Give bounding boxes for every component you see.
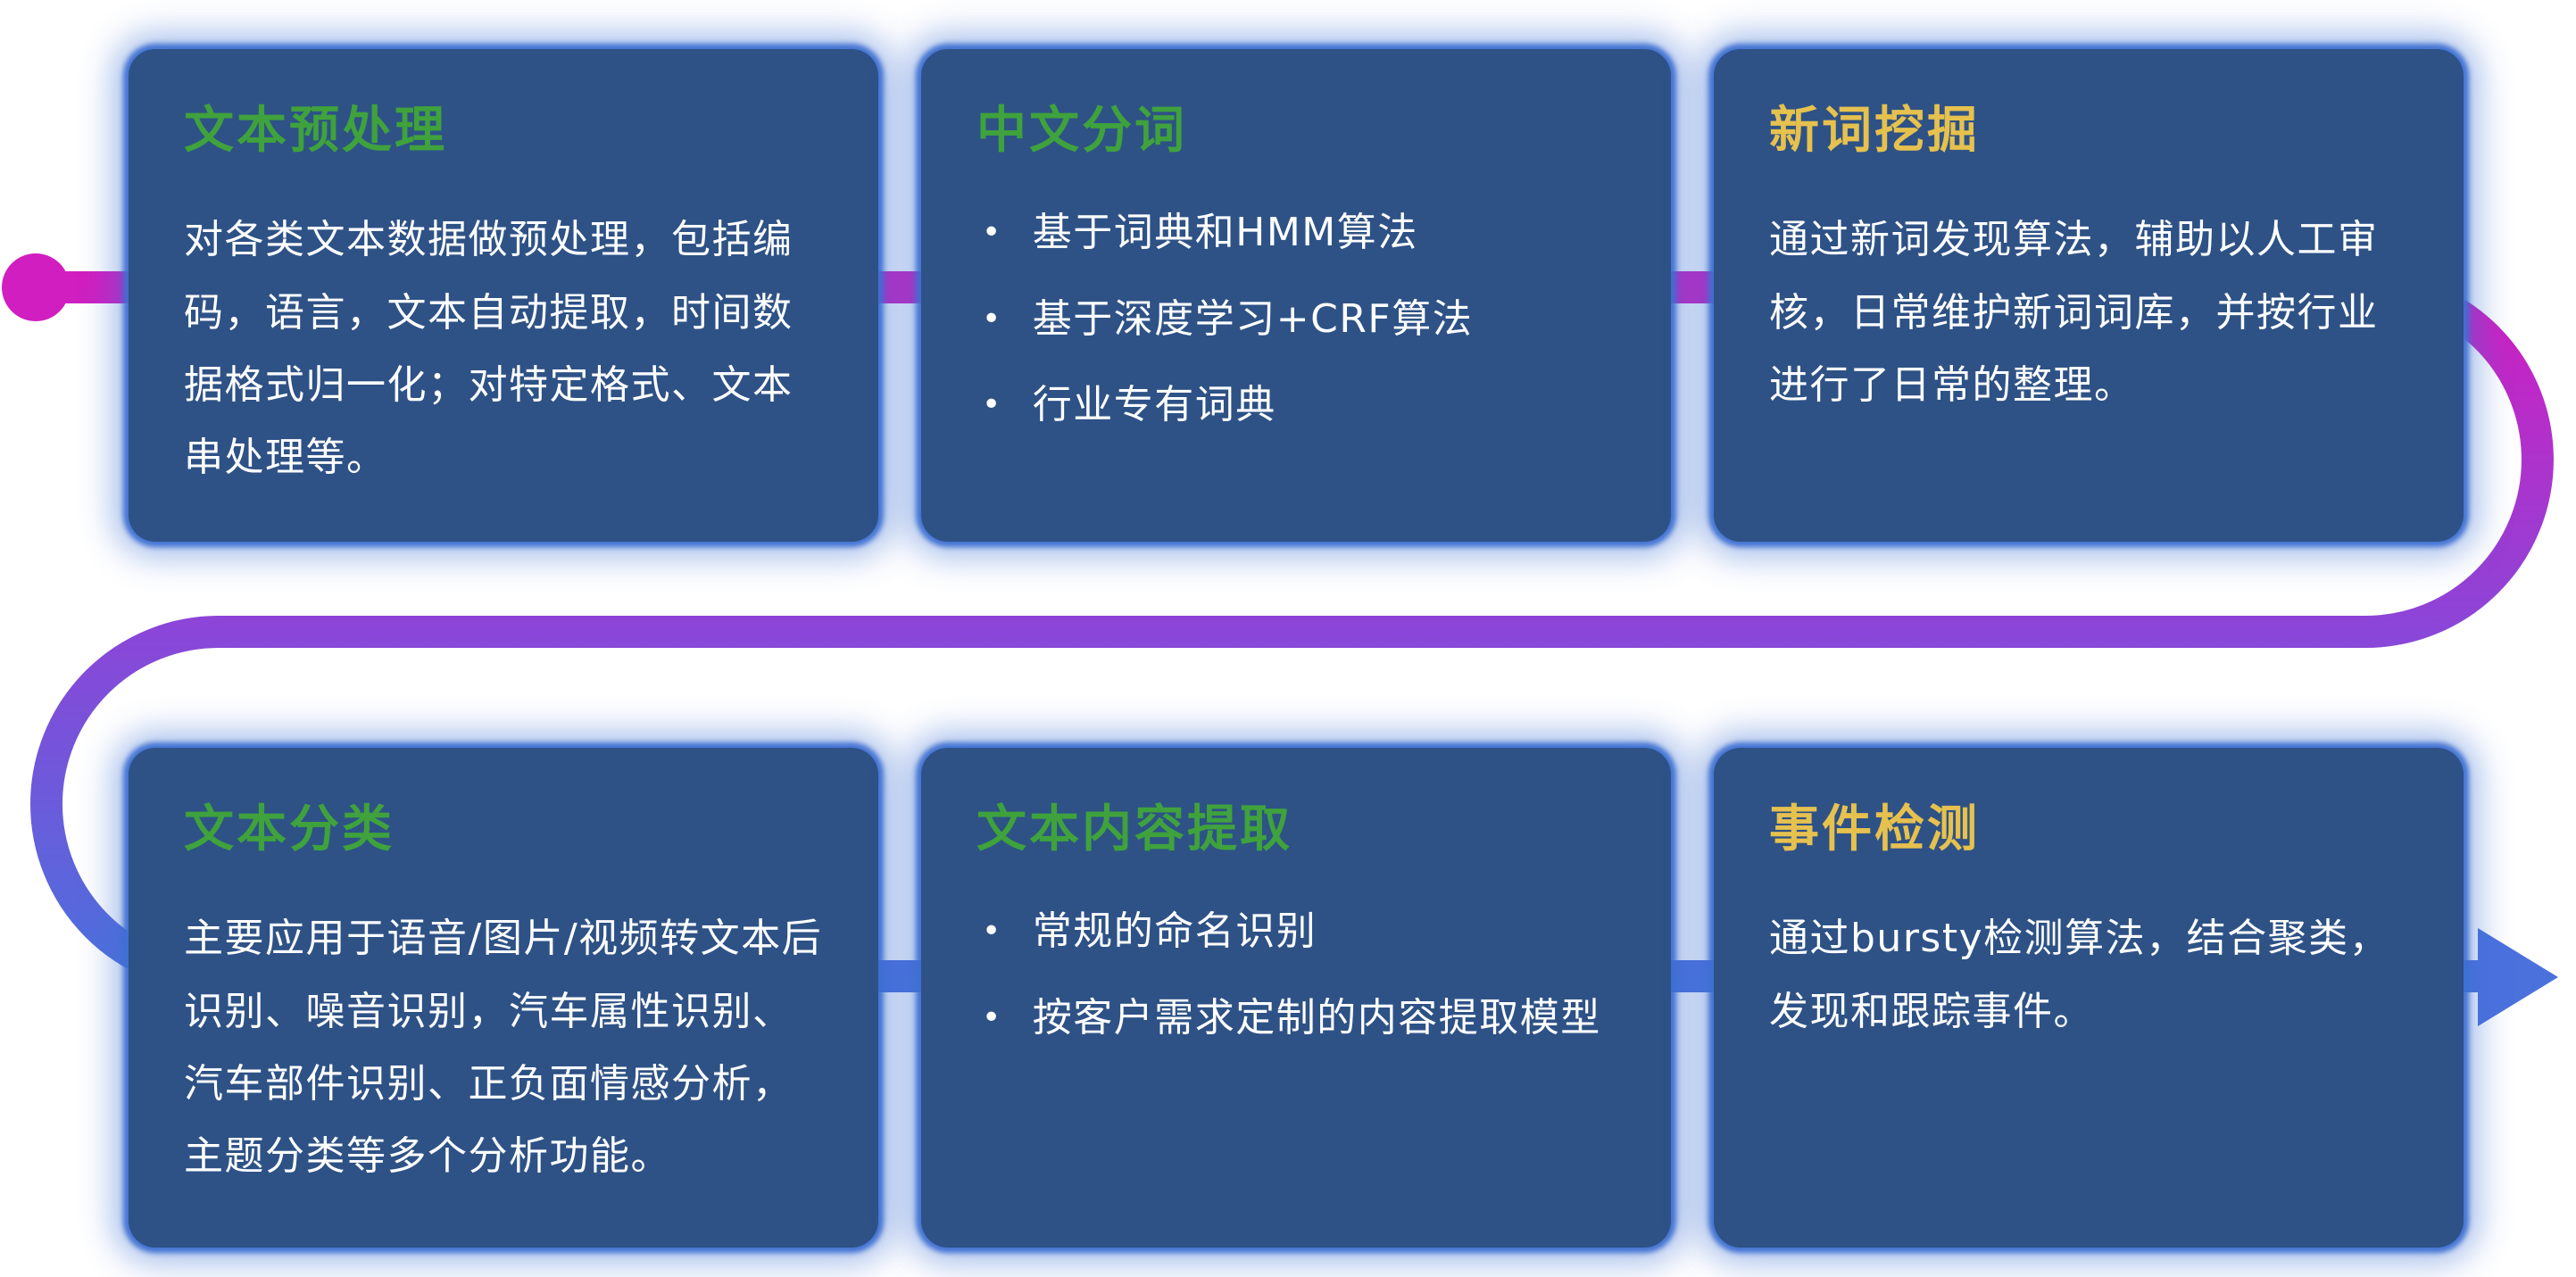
bullet-text: 常规的命名识别 — [1032, 908, 1317, 955]
bullet-icon: • — [982, 386, 1002, 424]
bullet-icon: • — [982, 913, 1002, 950]
bullet-text: 基于词典和HMM算法 — [1032, 210, 1418, 256]
card-title: 事件检测 — [1769, 800, 1980, 858]
card-body: 通过bursty检测算法，结合聚类，发现和跟踪事件。 — [1769, 916, 2390, 1034]
card-text-content-extraction: 文本内容提取 • 常规的命名识别 • 按客户需求定制的内容提取模型 — [921, 748, 1671, 1248]
card-chinese-word-segmentation: 中文分词 • 基于词典和HMM算法 • 基于深度学习+CRF算法 • 行业专有词… — [921, 49, 1671, 542]
bullet-text: 行业专有词典 — [1032, 382, 1276, 428]
bullet-icon: • — [982, 214, 1002, 252]
card-title: 新词挖掘 — [1769, 102, 1980, 160]
card-text-classification: 文本分类 主要应用于语音/图片/视频转文本后识别、噪音识别，汽车属性识别、汽车部… — [129, 748, 878, 1248]
bullet-item: • 基于词典和HMM算法 — [976, 203, 1616, 263]
bullet-icon: • — [982, 999, 1002, 1036]
card-body: 主要应用于语音/图片/视频转文本后识别、噪音识别，汽车属性识别、汽车部件识别、正… — [184, 916, 823, 1180]
card-title: 文本分类 — [184, 800, 395, 858]
bullet-text: 基于深度学习+CRF算法 — [1032, 295, 1474, 342]
card-body: 通过新词发现算法，辅助以人工审核，日常维护新词词库，并按行业进行了日常的整理。 — [1769, 217, 2379, 408]
bullet-item: • 行业专有词典 — [976, 376, 1616, 435]
bullet-item: • 按客户需求定制的内容提取模型 — [976, 989, 1616, 1049]
flow-start-dot-icon — [2, 253, 70, 321]
card-title: 中文分词 — [976, 102, 1187, 160]
card-body: 对各类文本数据做预处理，包括编码，语言，文本自动提取，时间数据格式归一化；对特定… — [184, 217, 794, 481]
bullet-list: • 基于词典和HMM算法 • 基于深度学习+CRF算法 • 行业专有词典 — [976, 203, 1616, 435]
bullet-item: • 常规的命名识别 — [976, 902, 1616, 962]
bullet-icon: • — [982, 300, 1002, 337]
card-title: 文本内容提取 — [976, 800, 1292, 858]
card-title: 文本预处理 — [184, 102, 447, 160]
bullet-list: • 常规的命名识别 • 按客户需求定制的内容提取模型 — [976, 902, 1616, 1048]
card-event-detection: 事件检测 通过bursty检测算法，结合聚类，发现和跟踪事件。 — [1714, 748, 2464, 1248]
bullet-text: 按客户需求定制的内容提取模型 — [1032, 994, 1601, 1041]
flow-end-arrow-icon — [2478, 928, 2558, 1026]
card-text-preprocessing: 文本预处理 对各类文本数据做预处理，包括编码，语言，文本自动提取，时间数据格式归… — [129, 49, 878, 542]
flow-path — [30, 271, 2554, 992]
card-new-word-mining: 新词挖掘 通过新词发现算法，辅助以人工审核，日常维护新词词库，并按行业进行了日常… — [1714, 49, 2464, 542]
bullet-item: • 基于深度学习+CRF算法 — [976, 290, 1616, 350]
